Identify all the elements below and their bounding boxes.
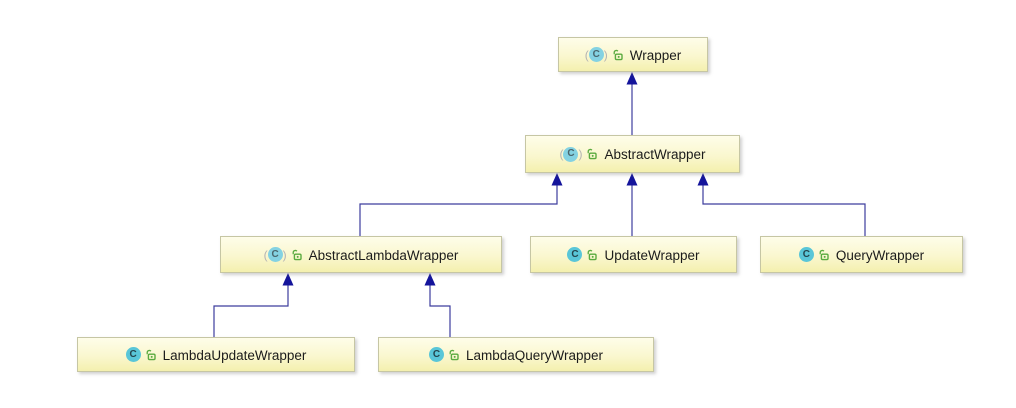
class-name-label: AbstractLambdaWrapper [308, 247, 459, 263]
arrowhead-icon [424, 273, 436, 286]
node-icons: ( C ) [567, 247, 598, 262]
node-icons: ( C ) [428, 347, 460, 362]
arrowhead-icon [626, 173, 638, 186]
abstract-class-icon: ( C ) [559, 146, 583, 162]
class-name-label: LambdaUpdateWrapper [162, 347, 307, 363]
public-visibility-lock-icon [291, 249, 303, 261]
public-visibility-lock-icon [448, 349, 460, 361]
abstract-class-icon: ( C ) [585, 47, 608, 62]
class-name-label: AbstractWrapper [604, 147, 706, 162]
public-visibility-lock-icon [586, 148, 598, 160]
class-node-wrapper[interactable]: ( C ) Wrapper [558, 37, 708, 72]
class-name-label: LambdaQueryWrapper [465, 347, 604, 363]
abstract-paren: ( [584, 47, 589, 62]
edge-lambdaquerywrapper-extends-abstractlambdawrapper [429, 285, 451, 337]
abstract-paren: ( [263, 247, 268, 262]
class-name-label: Wrapper [629, 47, 682, 63]
abstract-class-icon: ( C ) [264, 247, 287, 262]
arrowhead-icon [282, 273, 294, 286]
class-node-abstractlambdawrapper[interactable]: ( C ) AbstractLambdaWrapper [220, 236, 502, 273]
class-icon: C [563, 146, 579, 162]
class-icon: C [267, 247, 283, 262]
class-icon: C [798, 247, 814, 262]
node-icons: ( C ) [798, 247, 830, 262]
class-name-label: QueryWrapper [835, 247, 925, 263]
arrowhead-icon [626, 72, 638, 85]
abstract-paren: ) [282, 247, 287, 262]
public-visibility-lock-icon [145, 349, 157, 361]
public-visibility-lock-icon [612, 49, 624, 61]
node-icons: ( C ) [585, 47, 624, 62]
edge-abstractlambdawrapper-extends-abstractwrapper [359, 185, 558, 236]
class-node-abstractwrapper[interactable]: ( C ) AbstractWrapper [525, 135, 740, 173]
abstract-paren: ( [559, 147, 564, 161]
concrete-class-icon: ( C ) [798, 247, 814, 262]
abstract-paren: ) [578, 147, 583, 161]
class-icon: C [588, 47, 604, 62]
concrete-class-icon: ( C ) [428, 347, 444, 362]
public-visibility-lock-icon [586, 249, 598, 261]
class-node-lambdaquerywrapper[interactable]: ( C ) LambdaQueryWrapper [378, 337, 654, 372]
concrete-class-icon: ( C ) [567, 247, 583, 262]
arrowhead-icon [551, 173, 563, 186]
node-icons: ( C ) [559, 146, 598, 162]
public-visibility-lock-icon [818, 249, 830, 261]
arrowhead-icon [697, 173, 709, 186]
class-node-lambdaupdatewrapper[interactable]: ( C ) LambdaUpdateWrapper [77, 337, 355, 372]
concrete-class-icon: ( C ) [125, 347, 141, 362]
node-icons: ( C ) [264, 247, 303, 262]
edge-querywrapper-extends-abstractwrapper [702, 185, 866, 236]
class-icon: C [567, 247, 583, 262]
class-icon: C [125, 347, 141, 362]
node-icons: ( C ) [125, 347, 157, 362]
abstract-paren: ) [603, 47, 608, 62]
class-name-label: UpdateWrapper [604, 247, 700, 263]
edge-lambdaupdatewrapper-extends-abstractlambdawrapper [213, 285, 289, 337]
class-icon: C [428, 347, 444, 362]
class-node-updatewrapper[interactable]: ( C ) UpdateWrapper [530, 236, 737, 273]
class-node-querywrapper[interactable]: ( C ) QueryWrapper [760, 236, 963, 273]
